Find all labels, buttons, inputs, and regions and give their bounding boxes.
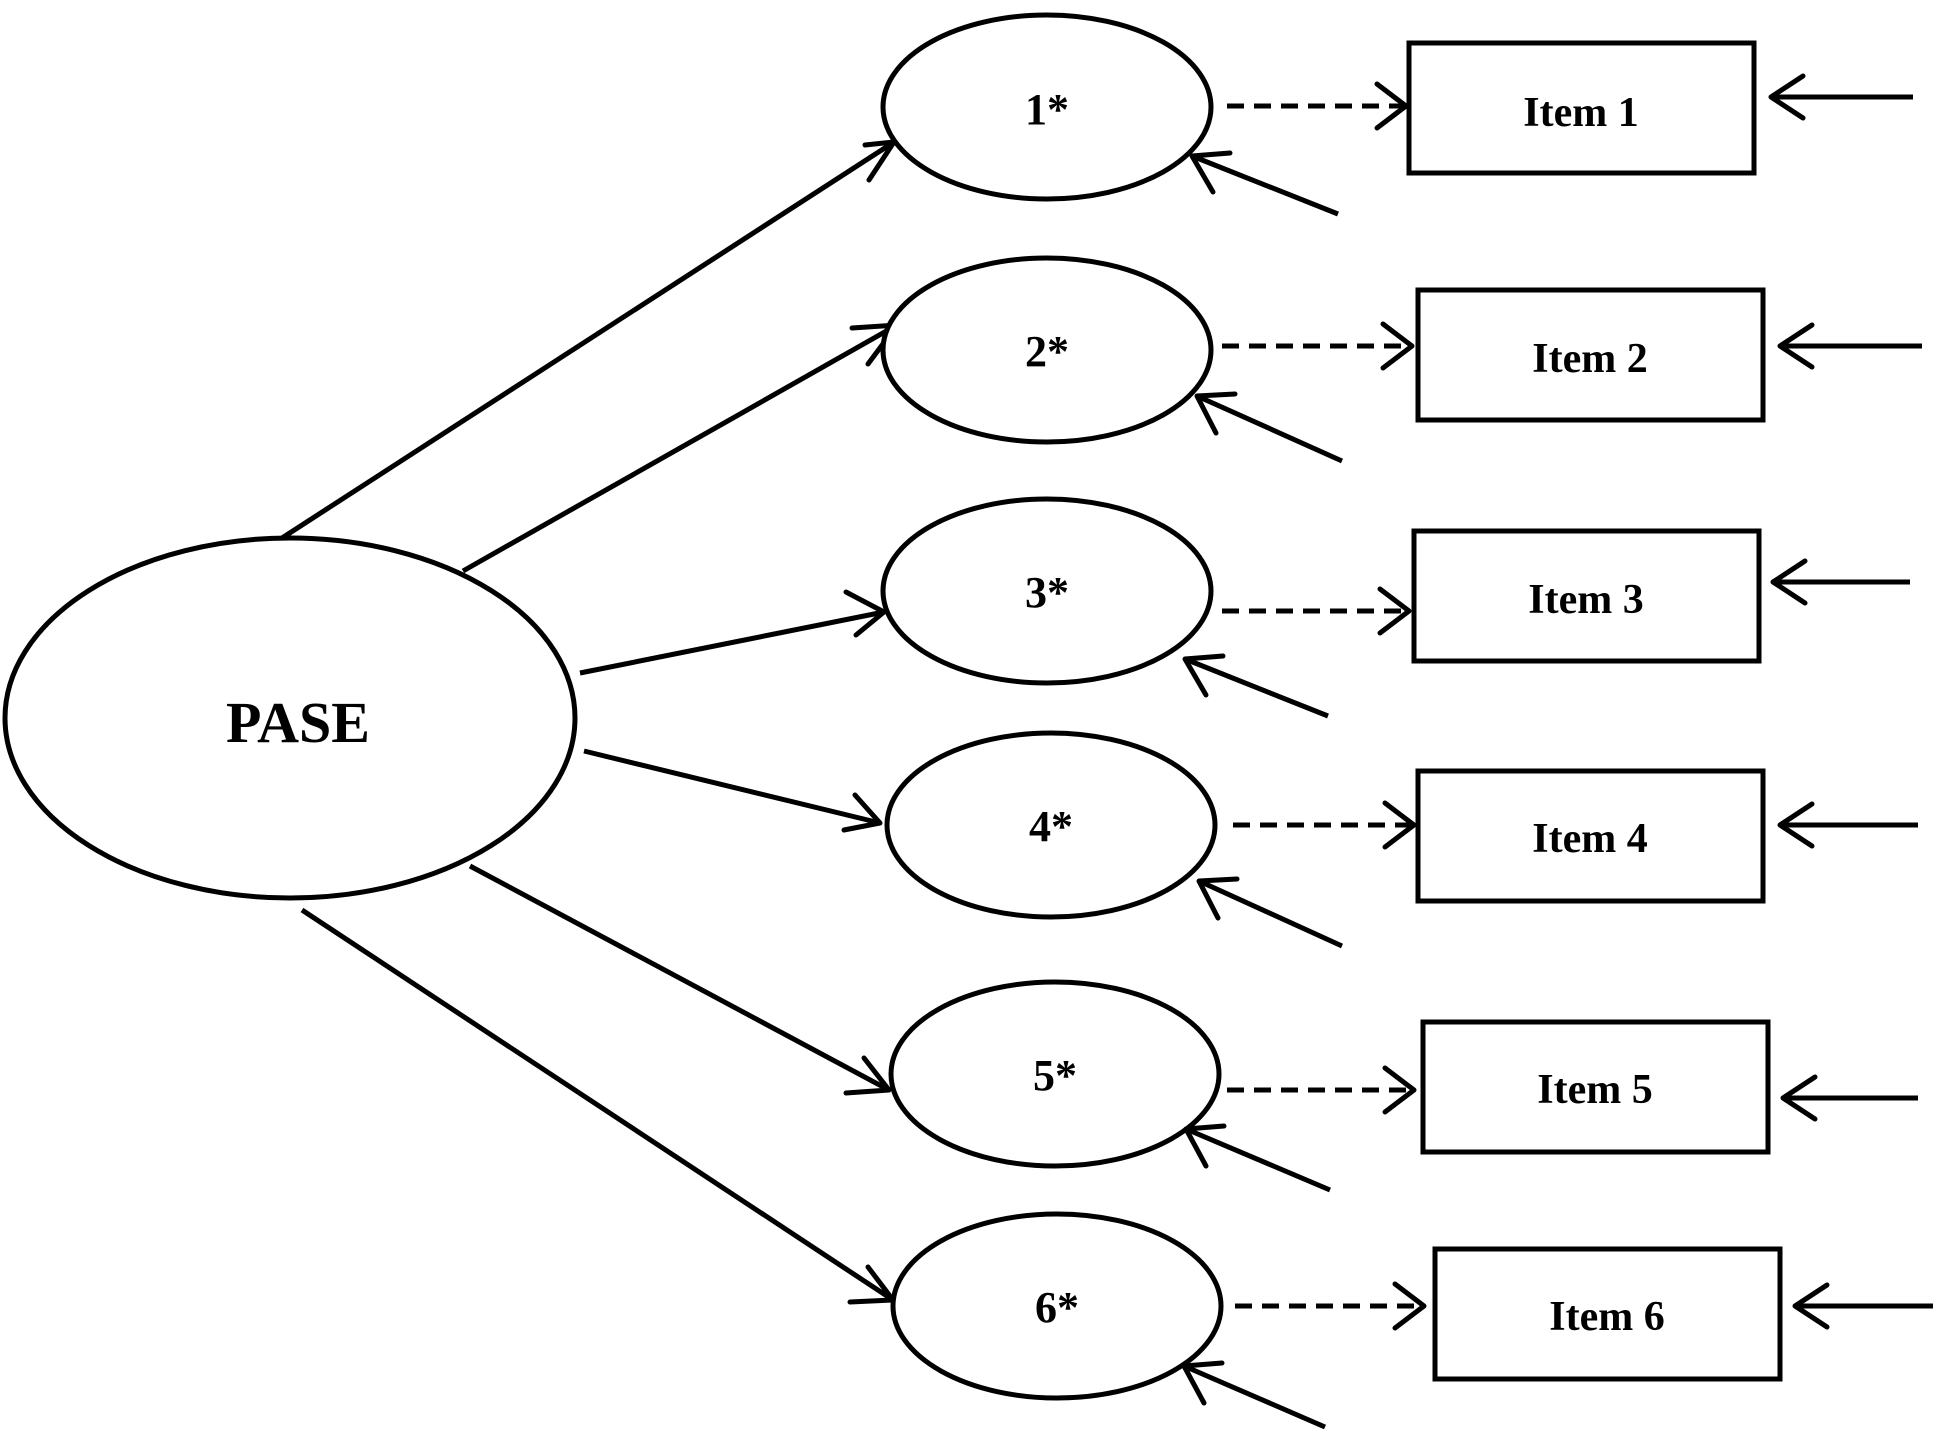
- factor-ellipse-4: [884, 730, 1218, 920]
- dashed-arrowhead-3: [1377, 586, 1412, 636]
- arrowhead-to-1: [862, 139, 897, 183]
- factor-label-3: 3*: [1025, 568, 1069, 617]
- disturbance-head-2: [1194, 391, 1238, 436]
- dashed-arrowhead-1: [1374, 81, 1409, 131]
- factor-ellipse-2: [880, 255, 1214, 445]
- dashed-arrowhead-2: [1380, 321, 1415, 371]
- item-node-5: Item 5: [1420, 1019, 1771, 1155]
- factor-disturbance-arrows: [1181, 150, 1344, 1430]
- dashed-arrowhead-5: [1382, 1065, 1417, 1115]
- disturbance-line-3: [1184, 656, 1329, 719]
- factor-label-6: 6*: [1035, 1283, 1079, 1332]
- factor-node-6: 6*: [890, 1211, 1224, 1401]
- disturbance-line-5: [1185, 1126, 1331, 1193]
- item-error-head-2: [1777, 322, 1815, 370]
- arrowhead-to-3: [843, 589, 887, 638]
- item-box-5: [1420, 1019, 1771, 1155]
- factor-label-5: 5*: [1033, 1051, 1077, 1100]
- item-error-arrows: [1768, 73, 1933, 1330]
- item-box-4: [1415, 768, 1766, 904]
- edge-pase-to-6: [300, 907, 895, 1303]
- disturbance-head-1: [1189, 150, 1233, 195]
- item-label-3: Item 3: [1528, 577, 1643, 623]
- item-label-1: Item 1: [1523, 90, 1638, 136]
- edge-pase-to-5: [468, 863, 891, 1093]
- item-node-3: Item 3: [1411, 528, 1762, 664]
- disturbance-line-4: [1197, 878, 1344, 949]
- factor-node-3: 3*: [880, 496, 1214, 686]
- disturbance-head-3: [1182, 653, 1226, 698]
- item-node-2: Item 2: [1415, 287, 1766, 423]
- item-error-head-3: [1770, 558, 1808, 606]
- disturbance-line-2: [1195, 393, 1344, 464]
- factor-label-4: 4*: [1029, 802, 1073, 851]
- disturbance-line-6: [1183, 1363, 1326, 1430]
- factor-node-5: 5*: [888, 979, 1222, 1169]
- dashed-arrowhead-6: [1392, 1281, 1427, 1331]
- factor-node-2: 2*: [880, 255, 1214, 445]
- item-label-2: Item 2: [1532, 336, 1647, 382]
- item-box-3: [1411, 528, 1762, 664]
- root-label: PASE: [226, 690, 370, 755]
- factor-to-item-edges: [1222, 81, 1427, 1331]
- factor-nodes: 1* 2* 3* 4* 5* 6*: [880, 12, 1224, 1401]
- item-box-1: [1406, 40, 1757, 176]
- root-node-pase: PASE: [2, 535, 578, 901]
- factor-ellipse-1: [880, 12, 1214, 202]
- disturbance-head-4: [1196, 876, 1240, 921]
- edge-pase-to-4: [583, 748, 881, 826]
- factor-node-4: 4*: [884, 730, 1218, 920]
- factor-ellipse-6: [890, 1211, 1224, 1401]
- factor-ellipse-5: [888, 979, 1222, 1169]
- item-node-6: Item 6: [1432, 1246, 1783, 1382]
- item-node-4: Item 4: [1415, 768, 1766, 904]
- edge-pase-to-2: [461, 322, 899, 574]
- disturbance-head-5: [1183, 1123, 1227, 1169]
- item-label-6: Item 6: [1549, 1294, 1664, 1340]
- factor-ellipse-3: [880, 496, 1214, 686]
- item-label-4: Item 4: [1532, 816, 1647, 862]
- item-error-head-4: [1777, 801, 1815, 849]
- item-box-6: [1432, 1246, 1783, 1382]
- factor-node-1: 1*: [880, 12, 1214, 202]
- root-to-factor-edges: [280, 139, 900, 1305]
- arrowhead-to-5: [843, 1055, 892, 1096]
- edge-pase-to-1: [280, 139, 896, 541]
- item-label-5: Item 5: [1537, 1067, 1652, 1113]
- arrowhead-to-4: [841, 792, 883, 833]
- edge-pase-to-3: [579, 609, 885, 676]
- item-nodes: Item 1 Item 2 Item 3 Item 4 Item 5 Item …: [1406, 40, 1783, 1382]
- item-error-head-5: [1780, 1074, 1818, 1122]
- item-node-1: Item 1: [1406, 40, 1757, 176]
- item-error-head-1: [1768, 73, 1806, 121]
- dashed-arrowhead-4: [1382, 800, 1417, 850]
- root-ellipse: [2, 535, 578, 901]
- factor-label-1: 1*: [1025, 85, 1069, 134]
- item-box-2: [1415, 287, 1766, 423]
- factor-label-2: 2*: [1025, 327, 1069, 376]
- item-error-head-6: [1792, 1282, 1830, 1330]
- disturbance-head-6: [1181, 1360, 1225, 1406]
- disturbance-line-1: [1191, 153, 1339, 217]
